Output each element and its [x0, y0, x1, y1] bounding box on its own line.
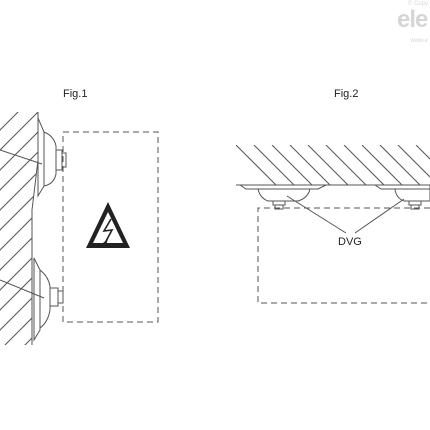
high-voltage-warning-icon	[86, 202, 130, 248]
fig2-left-fitting	[238, 184, 327, 210]
fig2-ceiling	[236, 145, 430, 186]
fig2-protection-zone	[257, 207, 430, 304]
watermark-logo: ele	[397, 6, 428, 33]
fig1-label: Fig.1	[63, 88, 88, 100]
watermark: © Copy ele www.e	[396, 0, 430, 52]
fig1-lower-fitting	[0, 257, 64, 342]
fig2-right-fitting	[373, 184, 430, 210]
watermark-copyright: © Copy	[407, 1, 428, 7]
fig1-protection-zone	[62, 131, 159, 323]
watermark-url: www.e	[410, 38, 428, 44]
fig2-dvg-callout: DVG	[338, 236, 362, 248]
fig2-label: Fig.2	[334, 88, 359, 100]
fig2-dvg-leaders	[286, 195, 405, 234]
fig1-wall-hatching	[0, 112, 38, 345]
fig2-ceiling-hatching	[236, 145, 430, 185]
fig1-upper-fitting	[0, 117, 67, 198]
